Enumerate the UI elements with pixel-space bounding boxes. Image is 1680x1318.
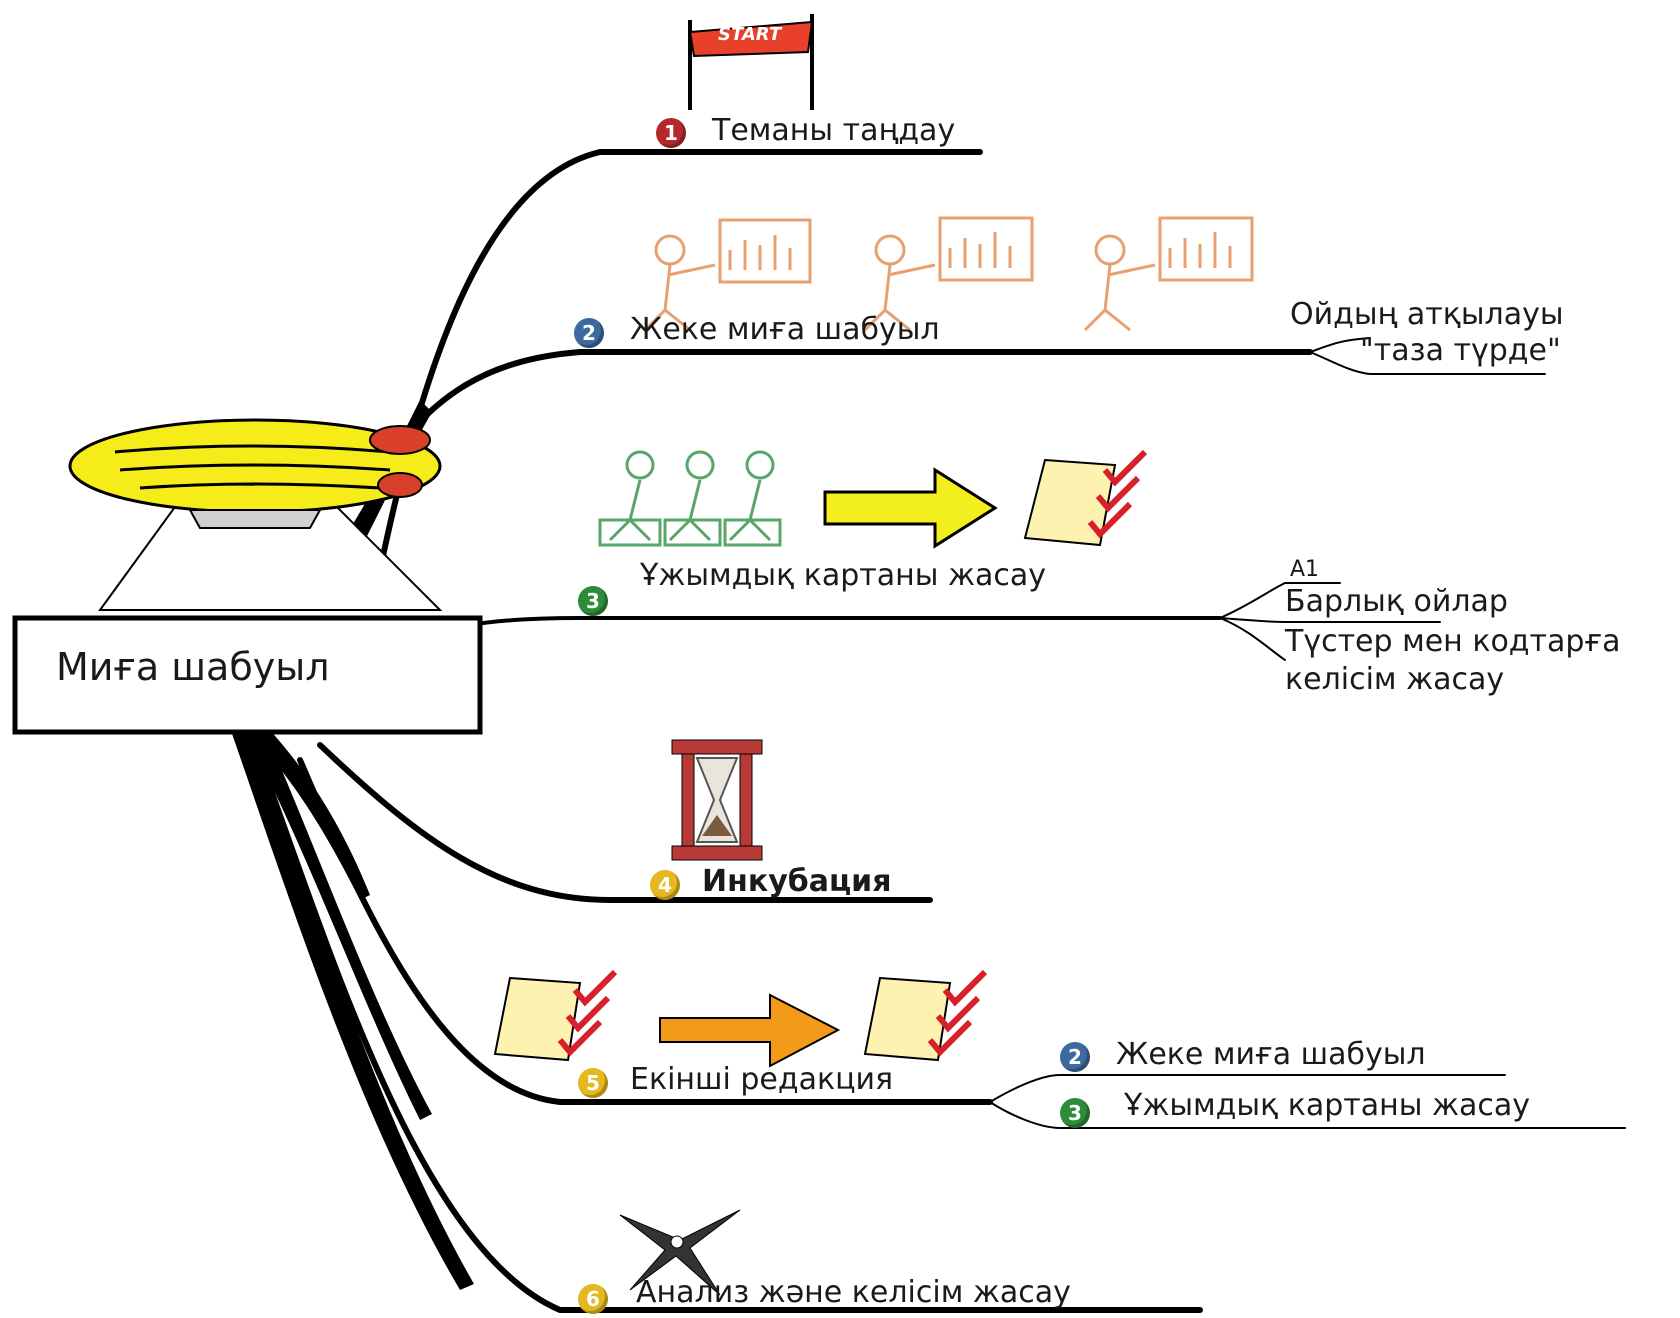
branch-2-badge: 2 (574, 318, 604, 348)
right-arrow-icon (823, 467, 998, 549)
branch-5-subtopic: Жеке миға шабуыл (1116, 1037, 1426, 1072)
branch-2-connector (377, 349, 1313, 473)
branch-5-sub-connector-b (989, 1101, 1626, 1129)
branch-5-badge: 5 (578, 1068, 608, 1098)
branch-6-label: Анализ және келісім жасау (636, 1275, 1071, 1310)
branch-5-sub-connector-a (989, 1074, 1506, 1103)
branch-3-subtopic: Түстер мен кодтарға (1285, 624, 1621, 659)
checklist-icon (863, 969, 988, 1062)
central-head-icon (68, 418, 443, 611)
branch-3-sub-connector-c (1219, 617, 1286, 661)
branch-3-subtopic: A1 (1290, 557, 1320, 582)
branch-2-subtopic: Ойдың атқылауы (1290, 297, 1564, 332)
checklist-icon (493, 969, 618, 1062)
branch-6-badge: 6 (578, 1284, 608, 1314)
branch-1-label: Теманы таңдау (712, 113, 956, 148)
branch-2-sub-connector-b (1309, 351, 1546, 375)
branch-3-label: Ұжымдық картаны жасау (640, 558, 1047, 593)
checklist-icon (1023, 449, 1148, 547)
branch-4-badge: 4 (650, 870, 680, 900)
branch-5-subtopic: Ұжымдық картаны жасау (1124, 1088, 1531, 1123)
branch-5-sub-badge: 2 (1060, 1042, 1090, 1072)
branch-3-subtopic: Барлық ойлар (1285, 584, 1508, 619)
branch-3-subtopic: келісім жасау (1285, 662, 1505, 697)
central-topic-box (12, 615, 483, 735)
presenter-icon (1083, 216, 1254, 332)
branch-3-connector (468, 616, 1222, 627)
start-flag-icon (688, 14, 814, 110)
central-topic-label: Миға шабуыл (56, 645, 330, 689)
branch-5-label: Екінші редакция (630, 1062, 894, 1097)
branch-1-badge: 1 (656, 118, 686, 148)
presenter-icon (863, 216, 1034, 332)
team-icon (598, 450, 782, 547)
branch-5-sub-badge: 3 (1060, 1098, 1090, 1128)
branch-6-connector (257, 757, 1203, 1313)
branch-3-sub-connector-b (1219, 617, 1441, 623)
branch-2-label: Жеке миға шабуыл (630, 312, 940, 347)
right-arrow-icon (659, 993, 841, 1068)
branch-4-label: Инкубация (702, 864, 892, 899)
branch-3-sub-connector-a (1219, 582, 1341, 619)
branch-3-badge: 3 (578, 586, 608, 616)
presenter-icon (643, 218, 812, 332)
presenter-icons (643, 216, 1254, 332)
start-flag-text: START (718, 24, 782, 45)
branch-4-connector (317, 742, 933, 903)
compass-icon (619, 1209, 741, 1296)
hourglass-icon (671, 739, 763, 861)
branch-2-sub-connector-a (1309, 337, 1371, 353)
branch-2-subtopic: "таза түрде" (1360, 333, 1561, 368)
